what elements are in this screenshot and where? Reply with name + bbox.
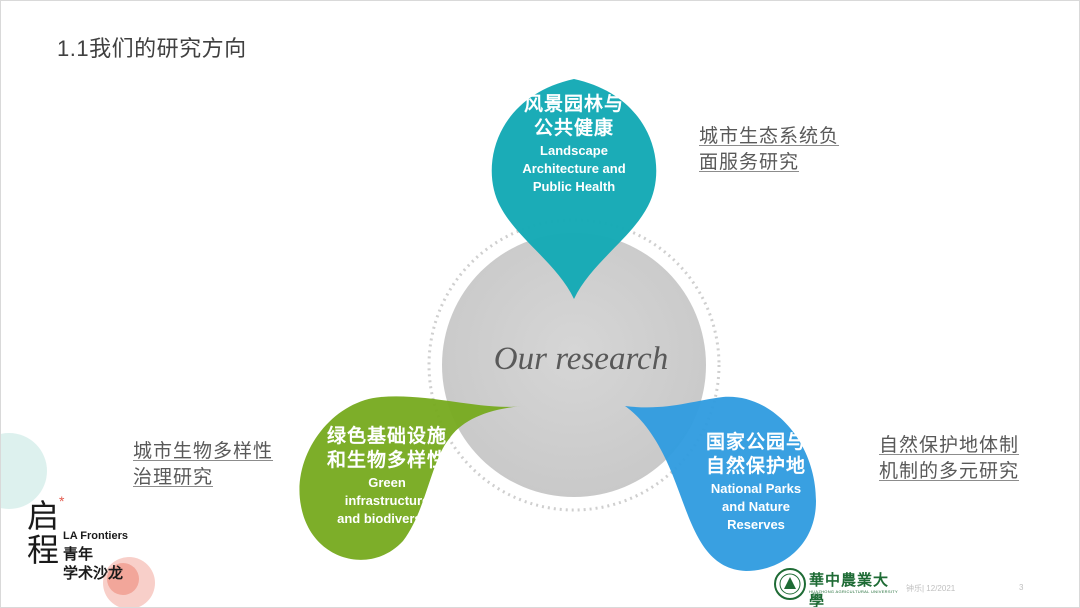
side-note-top-right: 城市生态系统负 面服务研究 <box>699 124 839 176</box>
logo-big-text: 启 程 <box>27 499 59 567</box>
petal-right-en-1: National Parks <box>710 481 802 496</box>
logo-big-line-2: 程 <box>27 532 60 568</box>
footer-page-number: 3 <box>1019 583 1024 592</box>
logo-en-text: LA Frontiers <box>63 530 128 542</box>
logo-zh-text: 青年 学术沙龙 <box>63 545 123 583</box>
petal-left-zh-2: 和生物多样性 <box>326 450 447 471</box>
logo-big-line-1: 启 <box>27 498 60 534</box>
petal-top-shape <box>491 79 657 299</box>
side-note-top-right-line-1: 城市生态系统负 <box>699 126 840 147</box>
side-note-right-line-2: 机制的多元研究 <box>879 461 1020 482</box>
petal-left-shape <box>299 396 523 560</box>
university-name: 華中農業大學 <box>809 571 890 608</box>
petal-right-zh-1: 国家公园与 <box>705 432 806 453</box>
university-logo: 華中農業大學 HUAZHONG AGRICULTURAL UNIVERSITY <box>773 567 901 607</box>
slide-title: 1.1我们的研究方向 <box>57 36 247 61</box>
university-sub: HUAZHONG AGRICULTURAL UNIVERSITY <box>809 589 898 594</box>
center-label: Our research <box>493 341 669 377</box>
footer-author-date: 钟乐| 12/2021 <box>906 584 956 593</box>
dotted-ring <box>427 218 721 512</box>
petal-right-zh-2: 自然保护地 <box>705 456 806 477</box>
petal-left-en-3: and biodiversity <box>337 511 437 526</box>
logo-zh-line-2: 学术沙龙 <box>63 565 124 582</box>
petal-left-en-2: infrastructure <box>344 493 430 508</box>
side-note-left-line-1: 城市生物多样性 <box>133 441 274 462</box>
petal-right-en-2: and Nature <box>722 499 790 514</box>
petal-top-zh-1: 风景园林与 <box>523 94 624 115</box>
logo-star: * <box>59 493 65 509</box>
petal-right-shape <box>625 396 816 571</box>
center-circle <box>442 233 706 497</box>
side-note-left: 城市生物多样性 治理研究 <box>133 439 273 491</box>
petal-right-en-3: Reserves <box>727 517 785 532</box>
petal-left-en-1: Green <box>368 475 406 490</box>
petal-top-zh-2: 公共健康 <box>533 118 614 139</box>
la-frontiers-logo: * 启 程 LA Frontiers 青年 学术沙龙 <box>1 431 171 607</box>
petal-top-en-2: Architecture and <box>522 161 626 176</box>
petal-top[interactable]: 风景园林与 公共健康 Landscape Architecture and Pu… <box>499 93 649 195</box>
petal-top-en-3: Public Health <box>532 179 616 194</box>
side-note-top-right-line-2: 面服务研究 <box>699 152 800 173</box>
side-note-left-line-2: 治理研究 <box>133 467 214 488</box>
petal-right[interactable]: 国家公园与 自然保护地 National Parks and Nature Re… <box>683 431 829 533</box>
logo-decor <box>1 433 155 607</box>
university-emblem-icon <box>774 568 806 600</box>
petal-top-en-1: Landscape <box>540 143 608 158</box>
petal-left[interactable]: 绿色基础设施 和生物多样性 Green infrastructure and b… <box>313 425 461 527</box>
side-note-right-line-1: 自然保护地体制 <box>879 435 1020 456</box>
logo-zh-line-1: 青年 <box>63 546 94 563</box>
petal-left-zh-1: 绿色基础设施 <box>326 426 447 447</box>
side-note-right: 自然保护地体制 机制的多元研究 <box>879 433 1019 485</box>
